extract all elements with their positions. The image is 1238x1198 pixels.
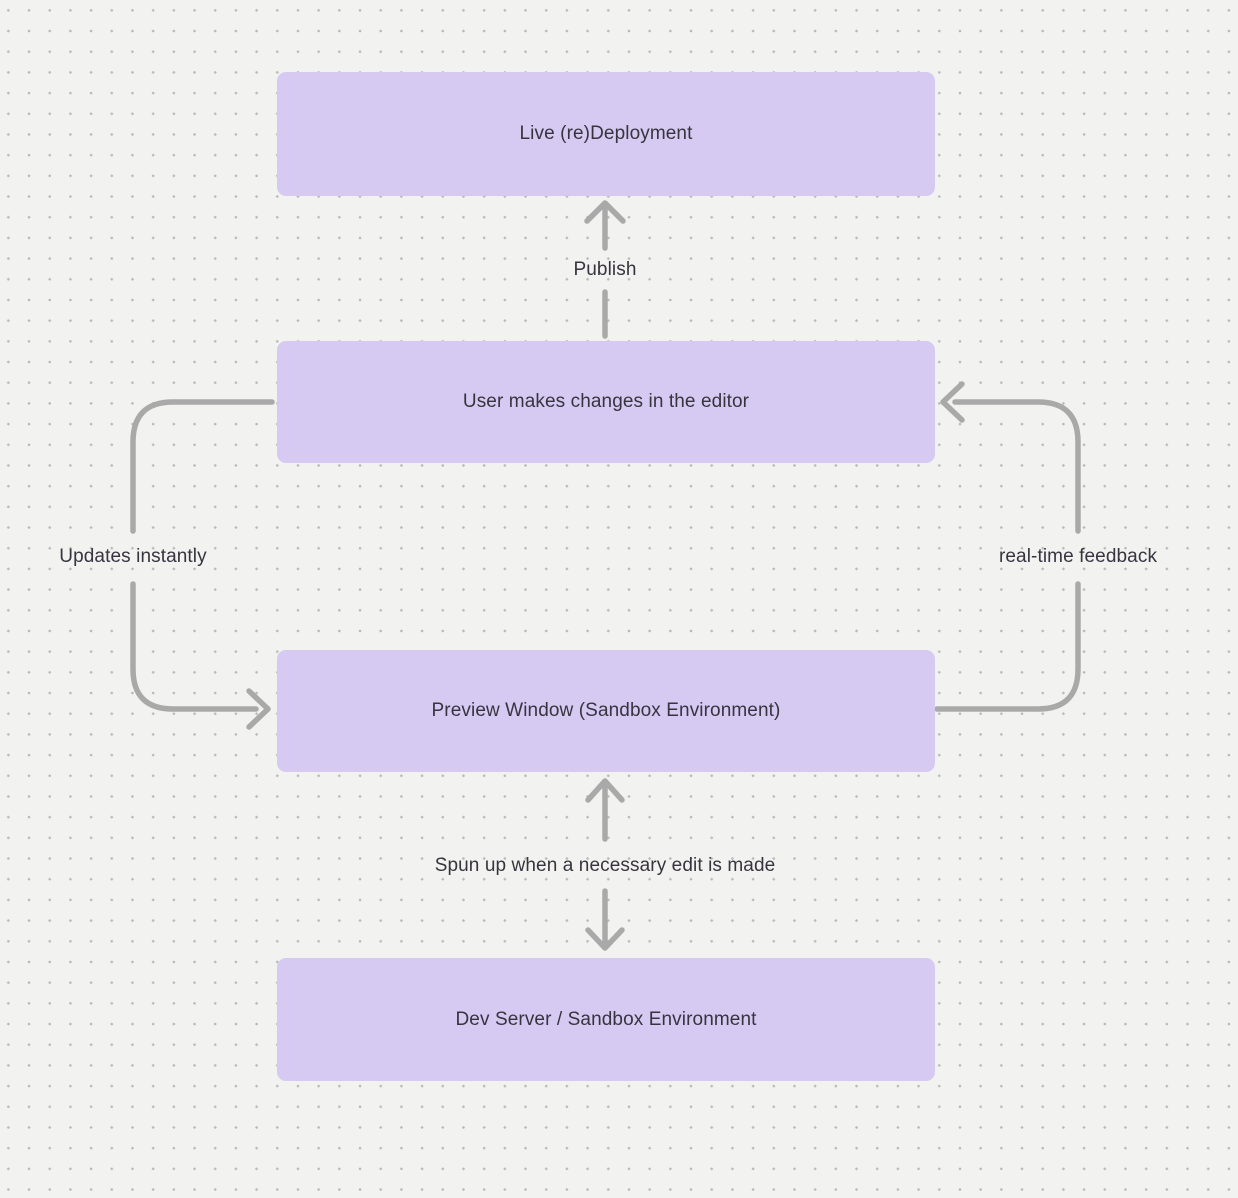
node-user-editor-label: User makes changes in the editor	[462, 391, 750, 412]
edge-label-spun-up: Spun up when a necessary edit is made	[434, 855, 776, 876]
node-preview-window: Preview Window (Sandbox Environment)	[277, 650, 935, 772]
arrowhead-right-icon	[246, 688, 271, 730]
node-preview-window-label: Preview Window (Sandbox Environment)	[431, 700, 781, 721]
arrowhead-up-icon	[584, 200, 626, 224]
node-dev-server-label: Dev Server / Sandbox Environment	[455, 1008, 757, 1030]
arrowhead-left-icon	[940, 381, 965, 423]
edge-label-publish: Publish	[573, 259, 637, 280]
edge-label-real-time-feedback: real-time feedback	[998, 546, 1158, 567]
node-live-deployment: Live (re)Deployment	[277, 72, 935, 196]
real-time-feedback-arrow	[934, 381, 1081, 712]
arrowhead-down-icon	[585, 927, 625, 951]
node-dev-server: Dev Server / Sandbox Environment	[277, 958, 935, 1081]
spun-up-arrow	[585, 778, 625, 951]
node-user-editor: User makes changes in the editor	[277, 341, 935, 463]
edge-label-updates-instantly: Updates instantly	[59, 546, 207, 567]
publish-arrow	[584, 200, 626, 339]
node-live-deployment-label: Live (re)Deployment	[519, 123, 693, 144]
arrowhead-up-icon	[585, 778, 625, 803]
updates-instantly-arrow	[130, 399, 275, 730]
